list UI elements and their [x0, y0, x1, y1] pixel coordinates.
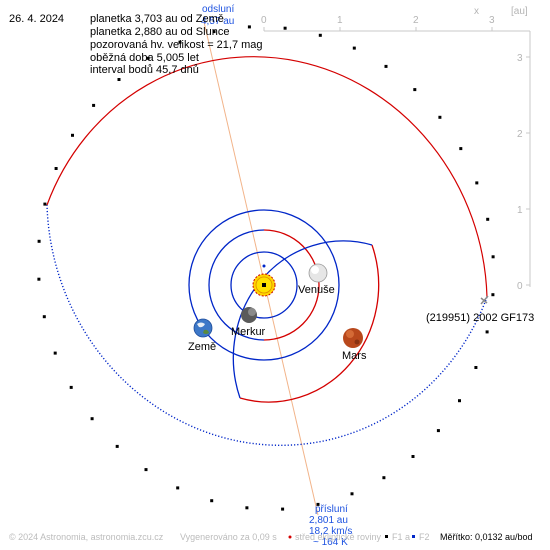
orbit-point — [42, 315, 46, 319]
orbit-point — [438, 115, 442, 119]
orbit-point — [283, 26, 287, 30]
asteroid-orbit-above-ecliptic — [46, 56, 488, 298]
footer-generated: Vygenerováno za 0,09 s — [180, 532, 277, 542]
legend-f2-label: F2 — [419, 532, 430, 542]
orbit-point — [43, 202, 47, 206]
orbit-point — [71, 133, 74, 137]
scale-label: Měřítko: 0,0132 au/bod — [440, 532, 533, 542]
orbit-point — [491, 255, 495, 259]
orbit-point — [90, 417, 94, 421]
x-tick-label-2: 2 — [413, 15, 419, 26]
earth — [193, 318, 213, 338]
x-tick-label-0: 0 — [261, 15, 267, 26]
orbit-point — [350, 492, 354, 496]
orbit-point — [486, 217, 490, 221]
orbit-point — [411, 455, 415, 458]
legend-ecliptic-label: střed ekliptické roviny — [295, 532, 382, 542]
footer-copyright: © 2024 Astronomia, astronomia.zcu.cz — [9, 532, 164, 542]
x-tick-label-3: 3 — [489, 15, 495, 26]
orbit-point — [459, 147, 463, 151]
orbit-point — [37, 239, 41, 243]
sun — [252, 273, 276, 297]
perihelion-speed: 18,2 km/s — [309, 526, 352, 537]
earth-label: Země — [188, 341, 216, 353]
orbit-point — [245, 506, 249, 510]
aphelion-distance: 4,57 au — [201, 16, 234, 27]
info-distance-earth: planetka 3,703 au od Země — [90, 13, 224, 25]
orbit-point — [115, 444, 119, 448]
orbit-point — [144, 468, 148, 472]
info-point-interval: interval bodů 45,7 dnů — [90, 64, 199, 76]
legend-ecliptic-marker — [288, 535, 292, 539]
orbit-point — [178, 40, 182, 44]
info-period: oběžná doba 5,005 let — [90, 52, 199, 64]
orbit-point — [281, 507, 285, 511]
orbit-point — [352, 46, 356, 50]
earth-orbit — [188, 209, 340, 361]
orbit-point — [436, 429, 440, 433]
perihelion-label: přísluní — [315, 504, 348, 515]
orbit-point — [212, 30, 216, 34]
asteroid-marker — [480, 295, 489, 305]
y-tick-label-3: 3 — [517, 53, 523, 64]
x-tick-label-1: 1 — [337, 15, 343, 26]
info-magnitude: pozorovaná hv. velikost = 21,7 mag — [90, 39, 263, 51]
asteroid-position-points — [37, 25, 495, 511]
orbit-point — [53, 351, 57, 355]
mercury-orbit — [230, 251, 298, 319]
orbit-point — [318, 33, 322, 37]
y-tick-label-2: 2 — [517, 129, 523, 140]
orbit-point — [54, 167, 58, 170]
mars-orbit-above — [239, 244, 380, 403]
date: 26. 4. 2024 — [9, 13, 65, 25]
orbit-point — [92, 103, 96, 107]
legend-f1-label: F1 a — [392, 532, 411, 542]
orbit-point — [37, 277, 41, 281]
orbit-point — [413, 88, 417, 92]
y-tick-label-0: 0 — [517, 281, 523, 292]
venus-orbit-below — [208, 229, 265, 341]
venus — [308, 263, 328, 283]
perihelion-distance: 2,801 au — [309, 515, 348, 526]
orbit-point — [176, 486, 180, 490]
info-distance-sun: planetka 2,880 au od Slunce — [90, 26, 230, 38]
legend-f2-marker — [412, 535, 415, 538]
legend-f1-marker — [385, 535, 388, 538]
aphelion-label: odsluní — [202, 4, 234, 15]
orbit-point — [491, 293, 495, 297]
asteroid-label: (219951) 2002 GF173 — [426, 312, 534, 324]
orbit-point — [210, 499, 214, 503]
orbit-point — [117, 78, 121, 81]
asteroid-orbit-below-ecliptic — [46, 204, 488, 446]
axes — [263, 27, 531, 287]
mercury-label: Merkur — [231, 326, 266, 338]
orbit-point — [382, 476, 386, 480]
x-axis-label: x — [474, 6, 479, 17]
ecliptic-center-marker — [262, 264, 266, 268]
mars-label: Mars — [342, 350, 367, 362]
orbit-point — [247, 25, 251, 29]
y-tick-label-1: 1 — [517, 205, 523, 216]
orbit-point — [384, 64, 388, 68]
orbit-point — [474, 366, 478, 369]
venus-label: Venuše — [298, 284, 335, 296]
axis-unit: [au] — [511, 6, 528, 17]
orbit-point — [485, 330, 489, 334]
orbit-point — [316, 502, 320, 506]
perihelion-temperature: ~ 164 K — [313, 537, 348, 548]
orbit-point — [69, 385, 73, 389]
apsides-line — [203, 21, 319, 516]
venus-orbit-above — [263, 229, 320, 341]
orbit-point — [146, 56, 150, 60]
orbit-point — [475, 181, 479, 185]
orbit-point — [458, 399, 461, 403]
mars — [343, 328, 363, 348]
mercury — [241, 307, 257, 323]
